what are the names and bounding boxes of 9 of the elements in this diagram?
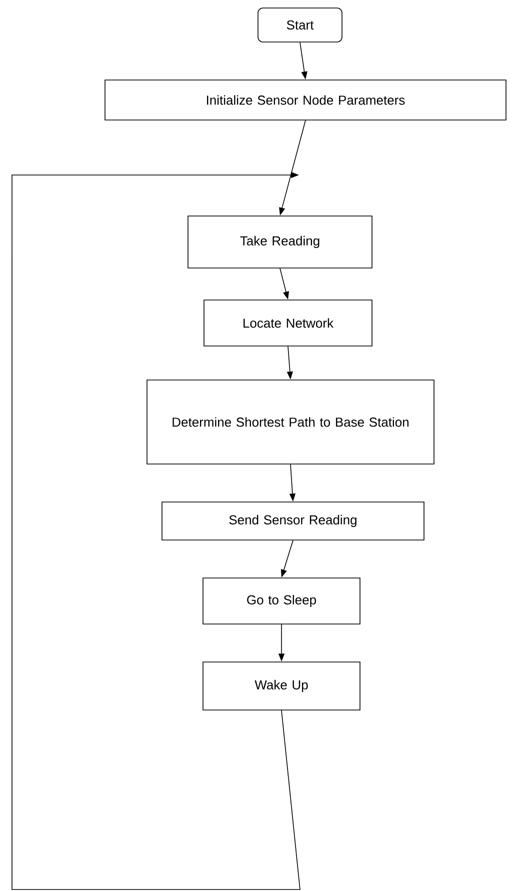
process-box: Initialize Sensor Node Parameters bbox=[104, 80, 506, 120]
process-box: Locate Network bbox=[204, 300, 372, 346]
process-box: Go to Sleep bbox=[202, 578, 360, 624]
loop-arrow bbox=[12, 172, 300, 890]
process-box: Send Sensor Reading bbox=[162, 502, 424, 540]
process-box: Determine Shortest Path to Base Station bbox=[146, 380, 434, 464]
process-box: Take Reading bbox=[188, 216, 372, 268]
start-box: Start bbox=[258, 8, 342, 42]
process-box: Wake Up bbox=[202, 662, 360, 710]
